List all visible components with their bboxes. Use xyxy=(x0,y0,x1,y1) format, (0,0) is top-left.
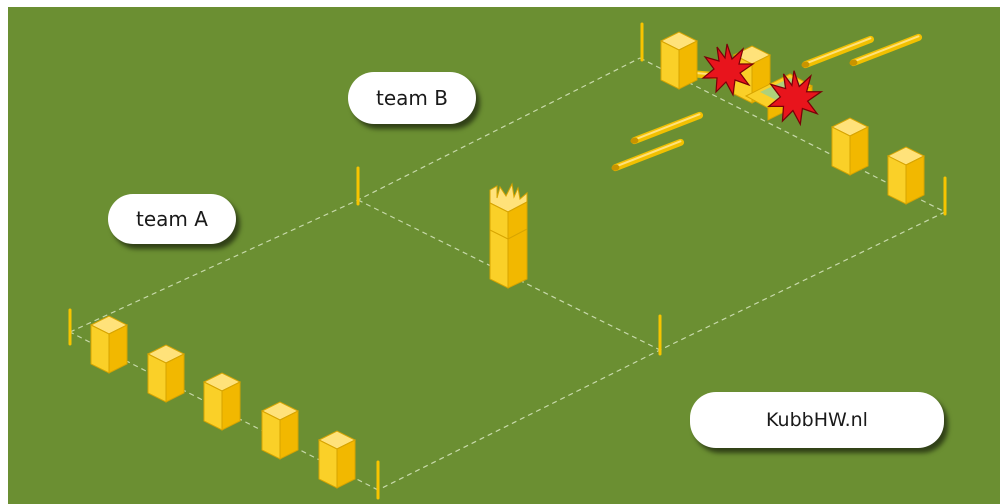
team-b-label: team B xyxy=(348,72,476,124)
kubb-icon xyxy=(204,373,240,430)
site-label: KubbHW.nl xyxy=(690,392,944,448)
king-icon xyxy=(490,184,527,288)
kubb-icon xyxy=(319,431,355,488)
kubb-icon xyxy=(832,118,868,175)
kubb-icon xyxy=(661,32,697,89)
kubb-icon xyxy=(888,147,924,204)
team-a-label: team A xyxy=(108,194,236,244)
kubb-icon xyxy=(148,345,184,402)
kubb-icon xyxy=(262,402,298,459)
kubb-icon xyxy=(91,316,127,373)
